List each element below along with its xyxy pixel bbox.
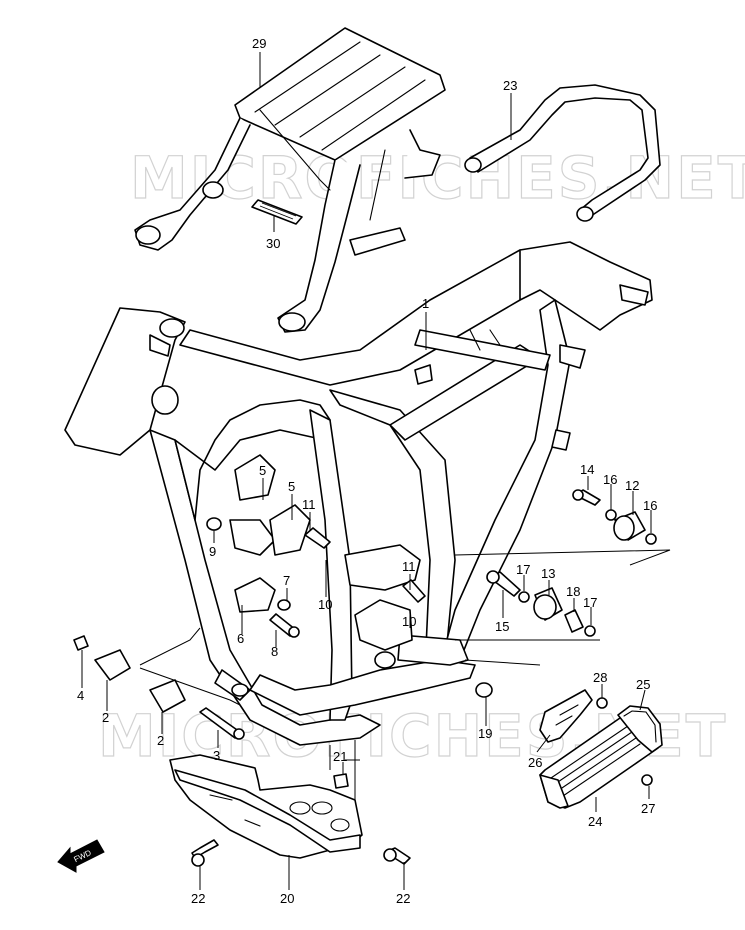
hardware-bushing-12 — [613, 511, 646, 541]
hardware-bolt-15 — [486, 570, 521, 597]
tool-box-seal — [617, 705, 663, 753]
callout-12: 12 — [625, 478, 639, 493]
hardware-washer-16a — [605, 509, 617, 521]
hardware-bracket-2b — [149, 679, 186, 713]
callout-23: 23 — [503, 78, 517, 93]
callout-11b: 11 — [402, 559, 416, 574]
callout-18: 18 — [566, 584, 580, 599]
callout-2b: 2 — [157, 733, 164, 748]
tool-box-bracket — [539, 689, 593, 743]
grab-handle — [464, 84, 661, 222]
hardware-bolt-28 — [596, 697, 608, 709]
hardware-collar-18 — [564, 609, 584, 633]
callout-numbers: 29 30 23 1 5 5 11 9 7 6 8 10 11 10 4 2 2… — [77, 36, 657, 906]
callout-8: 8 — [271, 644, 278, 659]
skid-plate — [169, 754, 363, 859]
callout-5b: 5 — [288, 479, 295, 494]
main-frame — [64, 241, 671, 800]
callout-19: 19 — [478, 726, 492, 741]
hardware-bracket-2a — [94, 649, 131, 681]
hardware-bushing-13 — [533, 587, 563, 621]
callout-28: 28 — [593, 670, 607, 685]
callout-26: 26 — [528, 755, 542, 770]
hardware-washer-17a — [518, 591, 530, 603]
label-plate — [251, 199, 303, 225]
hardware-washer-17b — [584, 625, 596, 637]
hardware-washer-16b — [645, 533, 657, 545]
hardware-clip-21 — [333, 773, 349, 789]
hardware-bolt-22a — [191, 839, 219, 867]
callout-9: 9 — [209, 544, 216, 559]
hardware-bolt-14 — [572, 489, 601, 506]
callout-17a: 17 — [516, 562, 530, 577]
callout-30: 30 — [266, 236, 280, 251]
callout-20: 20 — [280, 891, 294, 906]
hardware-nut-7 — [277, 599, 291, 611]
callout-5a: 5 — [259, 463, 266, 478]
hardware-nut-19 — [475, 682, 493, 698]
hardware-bolt-11a — [304, 527, 331, 549]
callout-2a: 2 — [102, 710, 109, 725]
callout-27: 27 — [641, 801, 655, 816]
callout-25: 25 — [636, 677, 650, 692]
callout-17b: 17 — [583, 595, 597, 610]
hardware-nut-4 — [73, 635, 89, 651]
callout-22b: 22 — [396, 891, 410, 906]
callout-10b: 10 — [402, 614, 416, 629]
callout-21: 21 — [333, 749, 347, 764]
callout-11a: 11 — [302, 497, 316, 512]
callout-1: 1 — [422, 296, 429, 311]
callout-29: 29 — [252, 36, 266, 51]
hardware-bolt-22b — [383, 847, 411, 865]
callout-24: 24 — [588, 814, 602, 829]
hardware-bolt-27 — [641, 774, 653, 786]
forward-direction-badge: FWD — [57, 839, 105, 873]
callout-4: 4 — [77, 688, 84, 703]
callout-14: 14 — [580, 462, 594, 477]
callout-10a: 10 — [318, 597, 332, 612]
hardware-bolt-8 — [269, 613, 300, 638]
callout-3: 3 — [213, 748, 220, 763]
rear-carrier-rack — [134, 27, 446, 333]
hardware-bolt-11b — [402, 579, 426, 603]
leader-lines — [81, 52, 652, 890]
callout-7: 7 — [283, 573, 290, 588]
callout-16b: 16 — [643, 498, 657, 513]
callout-6: 6 — [237, 631, 244, 646]
hardware-bolt-3 — [199, 707, 245, 740]
callout-15: 15 — [495, 619, 509, 634]
callout-13: 13 — [541, 566, 555, 581]
callout-22a: 22 — [191, 891, 205, 906]
hardware-nut-9 — [206, 517, 222, 531]
callout-16a: 16 — [603, 472, 617, 487]
